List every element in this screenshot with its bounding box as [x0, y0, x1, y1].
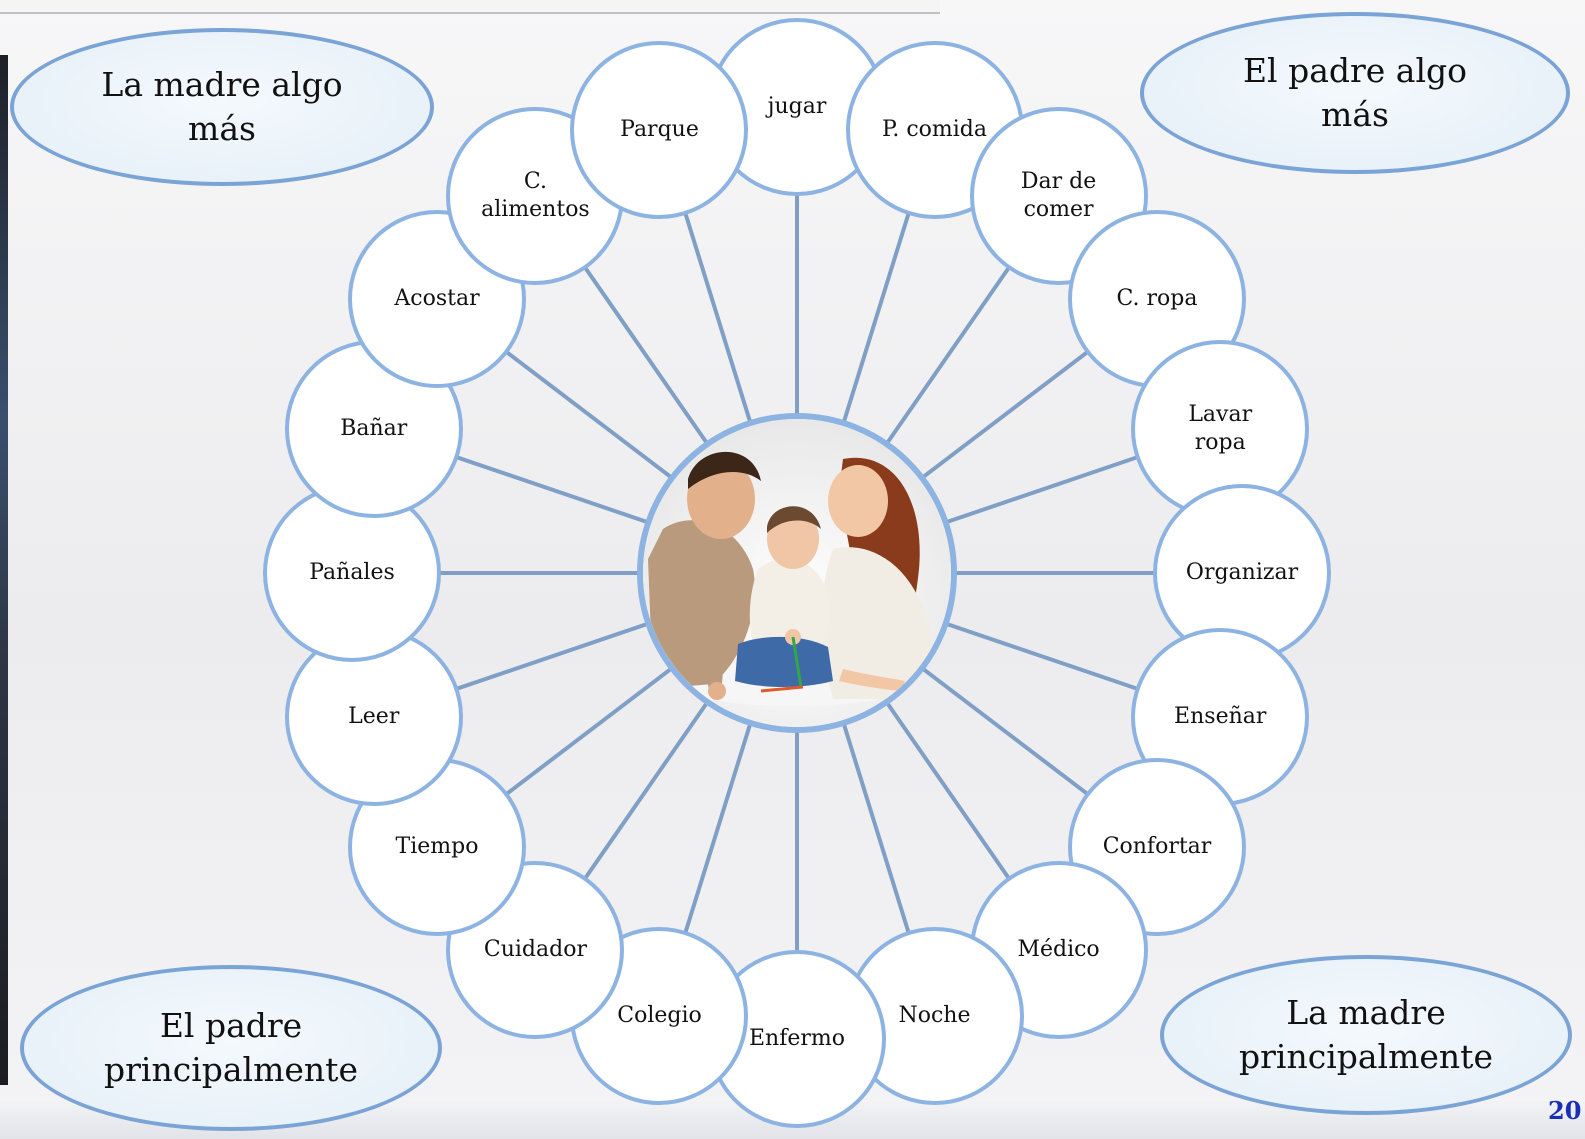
node-p-comida: P. comida: [845, 40, 1024, 219]
node-label: Colegio: [617, 1003, 702, 1029]
corner-text: El padre algo más: [1242, 51, 1468, 134]
node-label: C. alimentos: [481, 168, 590, 222]
node-label: Tiempo: [395, 833, 479, 859]
node-label: Acostar: [394, 286, 480, 312]
corner-text: El padre principalmente: [104, 1006, 358, 1089]
corner-text: La madre algo más: [101, 65, 343, 148]
node-lavar-ropa: Lavar ropa: [1131, 339, 1310, 518]
node-label: jugar: [767, 94, 827, 119]
corner-label-madre-principalmente: La madre principalmente: [1160, 955, 1572, 1115]
node-label: Noche: [898, 1003, 971, 1029]
node-label: Cuidador: [483, 937, 587, 962]
node-label: P. comida: [882, 116, 987, 142]
center-family-image: [637, 413, 957, 733]
node-label: Enfermo: [748, 1026, 845, 1051]
family-illustration-icon: [643, 419, 951, 727]
node-label: Enseñar: [1174, 704, 1267, 729]
node-label: Leer: [348, 704, 400, 729]
page-number: 20: [1548, 1096, 1582, 1125]
corner-label-madre-algo-mas: La madre algo más: [10, 28, 434, 186]
node-label: Bañar: [340, 415, 408, 441]
corner-text: La madre principalmente: [1239, 993, 1493, 1076]
node-label: Pañales: [309, 560, 395, 585]
node-parque: Parque: [570, 40, 749, 219]
node-label: Parque: [620, 116, 699, 142]
node-label: Médico: [1017, 937, 1100, 962]
node-label: Confortar: [1102, 833, 1212, 859]
node-label: Organizar: [1185, 560, 1299, 585]
corner-label-padre-algo-mas: El padre algo más: [1140, 12, 1570, 174]
left-edge-strip: [0, 55, 8, 1085]
corner-label-padre-principalmente: El padre principalmente: [20, 965, 442, 1131]
top-bar: [0, 0, 940, 14]
node-label: Dar de comer: [1020, 168, 1097, 222]
node-label: C. ropa: [1116, 286, 1198, 312]
node-label: Lavar ropa: [1188, 401, 1253, 455]
